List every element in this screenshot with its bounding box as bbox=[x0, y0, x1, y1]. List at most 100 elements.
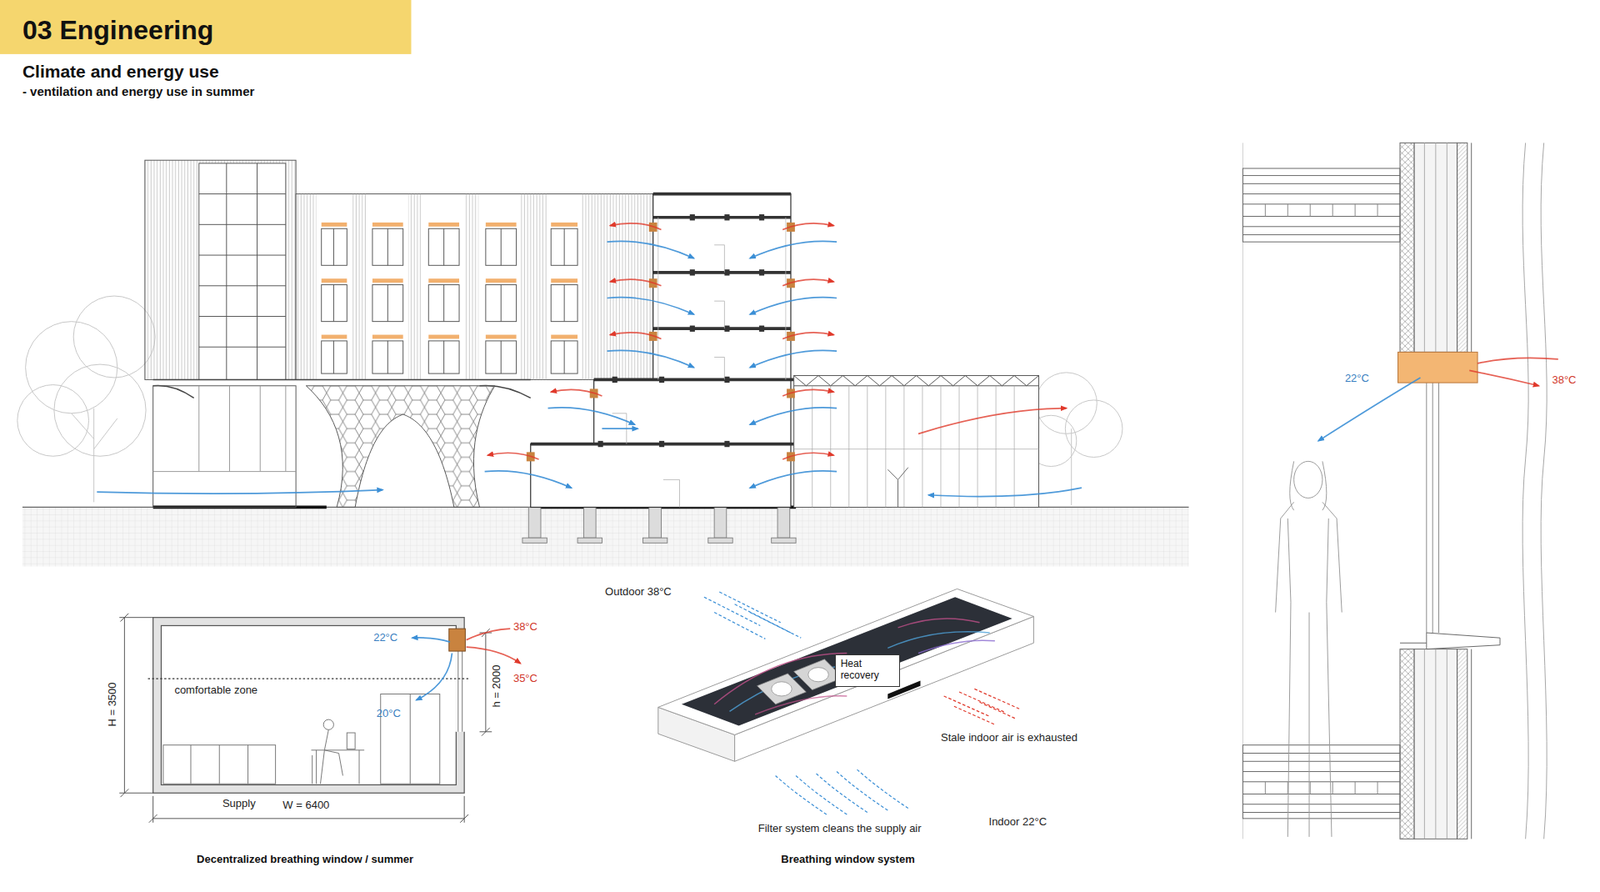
subtitle-note: - ventilation and energy use in summer bbox=[22, 84, 255, 100]
figure-caption: Decentralized breathing window / summer bbox=[196, 852, 414, 866]
room-section-part-part bbox=[323, 719, 334, 730]
section-building-part-part bbox=[724, 376, 730, 383]
airflow-arrow bbox=[750, 407, 837, 425]
facade-detail-part bbox=[1414, 142, 1457, 352]
building-elevation-part-part bbox=[372, 278, 404, 283]
breathing-window-unit-part-part bbox=[714, 612, 765, 640]
facade-detail-part bbox=[1457, 142, 1468, 352]
building-elevation-part-part bbox=[428, 222, 460, 227]
airflow-arrow bbox=[601, 427, 638, 430]
zone-label: comfortable zone bbox=[174, 683, 258, 697]
ground-part-part bbox=[714, 506, 727, 538]
building-elevation-part bbox=[321, 228, 578, 374]
breathing-window-unit-part-part bbox=[918, 640, 995, 653]
temperature-label: 38°C bbox=[513, 620, 538, 634]
airflow-arrow bbox=[782, 279, 834, 286]
ground bbox=[22, 506, 1190, 566]
breathing-window-unit-part-part bbox=[974, 688, 1020, 709]
breathing-window-unit-part-part bbox=[954, 705, 995, 725]
airflow-arrow bbox=[487, 452, 539, 460]
subtitle: Climate and energy use bbox=[22, 60, 220, 82]
temperature-label: 20°C bbox=[376, 706, 401, 720]
facade-detail-part bbox=[1242, 168, 1400, 242]
ground-part-part bbox=[771, 537, 796, 543]
facade-detail-part bbox=[1242, 142, 1244, 839]
breathing-window-unit-part bbox=[658, 588, 1035, 735]
breathing-window-unit-part-part bbox=[704, 596, 760, 625]
section-building-part-part bbox=[659, 376, 665, 383]
room-section-part-part bbox=[190, 745, 249, 785]
glass-hall-part bbox=[887, 467, 908, 508]
ground-part-part bbox=[583, 506, 596, 538]
title-bar-part bbox=[0, 0, 411, 55]
ground-part-part bbox=[522, 537, 547, 543]
section-building-part-part bbox=[759, 269, 765, 275]
ground-part-part bbox=[649, 506, 662, 538]
ground-part-part bbox=[642, 537, 667, 543]
building-elevation-part-part bbox=[485, 222, 517, 227]
breathing-window-unit-part-part bbox=[750, 612, 801, 639]
section-building-part-part bbox=[690, 214, 695, 220]
dimension-label: W = 6400 bbox=[282, 798, 330, 812]
airflow-arrow bbox=[485, 470, 572, 488]
room-section-part bbox=[148, 678, 470, 680]
breathing-window-unit-part-part bbox=[816, 773, 868, 813]
facade-detail-part-part bbox=[1294, 460, 1323, 498]
facade-detail-part bbox=[1242, 745, 1400, 819]
dimension-label: h = 2000 bbox=[490, 664, 505, 707]
airflow-arrow bbox=[918, 408, 1067, 435]
building-elevation-part bbox=[153, 385, 296, 472]
building-elevation-part bbox=[305, 385, 495, 508]
ground-part-part bbox=[777, 506, 790, 538]
facade-detail-part bbox=[1275, 460, 1343, 837]
building-elevation-part bbox=[199, 163, 286, 380]
breathing-window-unit-part-part bbox=[795, 775, 847, 815]
breathing-window-unit-part-part bbox=[980, 701, 1016, 719]
facade-detail-part bbox=[1400, 649, 1415, 840]
airflow-arrow bbox=[607, 297, 695, 315]
ground-part-part bbox=[708, 537, 733, 543]
breathing-window-unit-part-part bbox=[775, 775, 827, 815]
trees-part bbox=[1035, 372, 1097, 434]
building-elevation-part bbox=[295, 194, 316, 380]
airflow-arrow bbox=[750, 240, 837, 258]
figure-caption: Breathing window system bbox=[780, 852, 915, 866]
building-elevation-part bbox=[199, 163, 286, 380]
facade-detail-part bbox=[1470, 142, 1472, 839]
ground-part bbox=[22, 506, 1190, 566]
breathing-window-unit-part-part bbox=[887, 631, 990, 649]
airflow-arrow bbox=[416, 653, 453, 700]
breathing-window-unit-part-part bbox=[836, 771, 888, 811]
facade-detail-part bbox=[1522, 142, 1529, 839]
breathing-window-unit-part-part bbox=[755, 695, 847, 715]
box-text: Heat recovery bbox=[840, 657, 893, 682]
room-section-part bbox=[458, 650, 463, 732]
section-building-part-part bbox=[724, 214, 730, 220]
breathing-window-unit-part bbox=[714, 618, 995, 715]
section-building-part bbox=[530, 444, 791, 508]
airflow-arrow bbox=[1469, 370, 1539, 385]
trees-part bbox=[73, 295, 155, 378]
airflow-arrow bbox=[466, 646, 521, 664]
section-building-part-part bbox=[724, 440, 730, 447]
section-building-part bbox=[658, 217, 786, 380]
building-elevation-part bbox=[333, 228, 565, 374]
room-section-part-part bbox=[119, 613, 153, 797]
airflow-arrow bbox=[610, 279, 661, 286]
temperature-label: 22°C bbox=[373, 631, 398, 645]
airflow-arrow bbox=[782, 223, 834, 230]
breathing-window-unit-part bbox=[944, 688, 1021, 725]
breathing-window-unit-part bbox=[771, 681, 792, 696]
airflow-arrow bbox=[607, 350, 695, 367]
facade-detail-part bbox=[1242, 175, 1400, 235]
building-elevation-part-part bbox=[428, 278, 460, 283]
breathing-window-unit bbox=[658, 588, 1035, 815]
glass-hall-part bbox=[794, 375, 1040, 386]
breathing-window-unit-part bbox=[808, 667, 829, 682]
title-bar bbox=[0, 0, 411, 55]
breathing-window-unit-part-part bbox=[944, 695, 990, 716]
airflow-arrow bbox=[928, 487, 1082, 496]
airflow-arrow bbox=[550, 389, 602, 396]
